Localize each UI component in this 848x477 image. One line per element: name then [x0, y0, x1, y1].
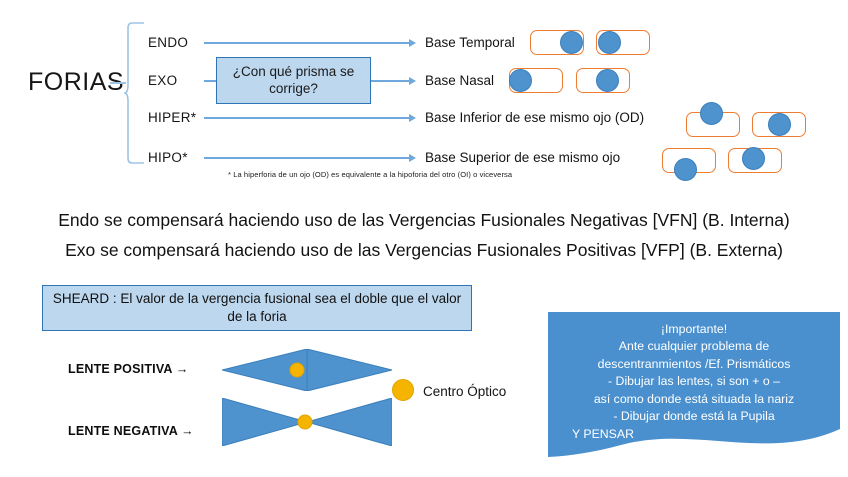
base-label-temporal: Base Temporal: [425, 35, 515, 50]
importante-line-4: así como donde está situada la nariz: [593, 391, 795, 406]
statement-endo: Endo se compensará haciendo uso de las V…: [58, 210, 790, 230]
importante-line-1: Ante cualquier problema de: [618, 339, 770, 354]
branch-label-endo: ENDO: [148, 35, 189, 50]
eye-diagram-nasal-left: [576, 68, 630, 93]
eye-diagram-superior-down: [662, 148, 716, 181]
importante-title: ¡Importante!: [660, 322, 728, 336]
hiperforia-footnote: * La hiperforia de un ojo (OD) es equiva…: [228, 170, 513, 179]
arrow-exo-right: [371, 76, 416, 85]
importante-line-2: descentranmientos /Ef. Prismáticos: [597, 356, 791, 371]
arrow-exo-left: [204, 80, 216, 82]
eye-diagram-nasal-right: [509, 68, 563, 93]
eye-diagram-superior-center: [728, 147, 782, 173]
lens-negative-label: LENTE NEGATIVA →: [68, 424, 194, 438]
brace-bracket: [124, 22, 144, 164]
positive-lens-shape: [222, 349, 392, 391]
importante-last-line: Y PENSAR: [572, 426, 634, 441]
centro-optico-label: Centro Óptico: [423, 384, 507, 399]
eye-diagram-temporal-right: [530, 30, 584, 55]
statement-exo: Exo se compensará haciendo uso de las Ve…: [65, 240, 783, 260]
importante-text-block: ¡Importante! Ante cualquier problema de …: [548, 321, 840, 443]
arrow-endo: [204, 38, 416, 47]
branch-label-exo: EXO: [148, 73, 178, 88]
eye-diagram-temporal-left: [596, 30, 650, 55]
forias-title: FORIAS: [28, 68, 125, 96]
arrow-hiper: [204, 113, 416, 122]
eye-diagram-inferior-up: [686, 102, 740, 137]
negative-lens-shape: [222, 398, 392, 446]
importante-line-5: - Dibujar donde está la Pupila: [613, 409, 775, 424]
base-label-nasal: Base Nasal: [425, 73, 495, 88]
base-label-inferior: Base Inferior de ese mismo ojo (OD): [425, 110, 645, 125]
importante-plaque: ¡Importante! Ante cualquier problema de …: [548, 312, 840, 467]
importante-line-3: - Dibujar las lentes, si son + o –: [608, 374, 780, 389]
sheard-criterion-box: SHEARD : El valor de la vergencia fusion…: [42, 285, 472, 331]
branch-label-hiper: HIPER*: [148, 110, 197, 125]
forias-connector-line: [110, 82, 126, 84]
branch-label-hipo: HIPO*: [148, 150, 188, 165]
arrow-hipo: [204, 153, 416, 162]
eye-diagram-inferior-center: [752, 112, 806, 137]
prism-question-box: ¿Con qué prisma se corrige?: [216, 57, 371, 104]
base-label-superior: Base Superior de ese mismo ojo: [425, 150, 621, 165]
lens-positive-label: LENTE POSITIVA →: [68, 362, 189, 376]
importante-plaque-shape: [548, 312, 840, 457]
centro-optico-dot-icon: [392, 379, 414, 401]
